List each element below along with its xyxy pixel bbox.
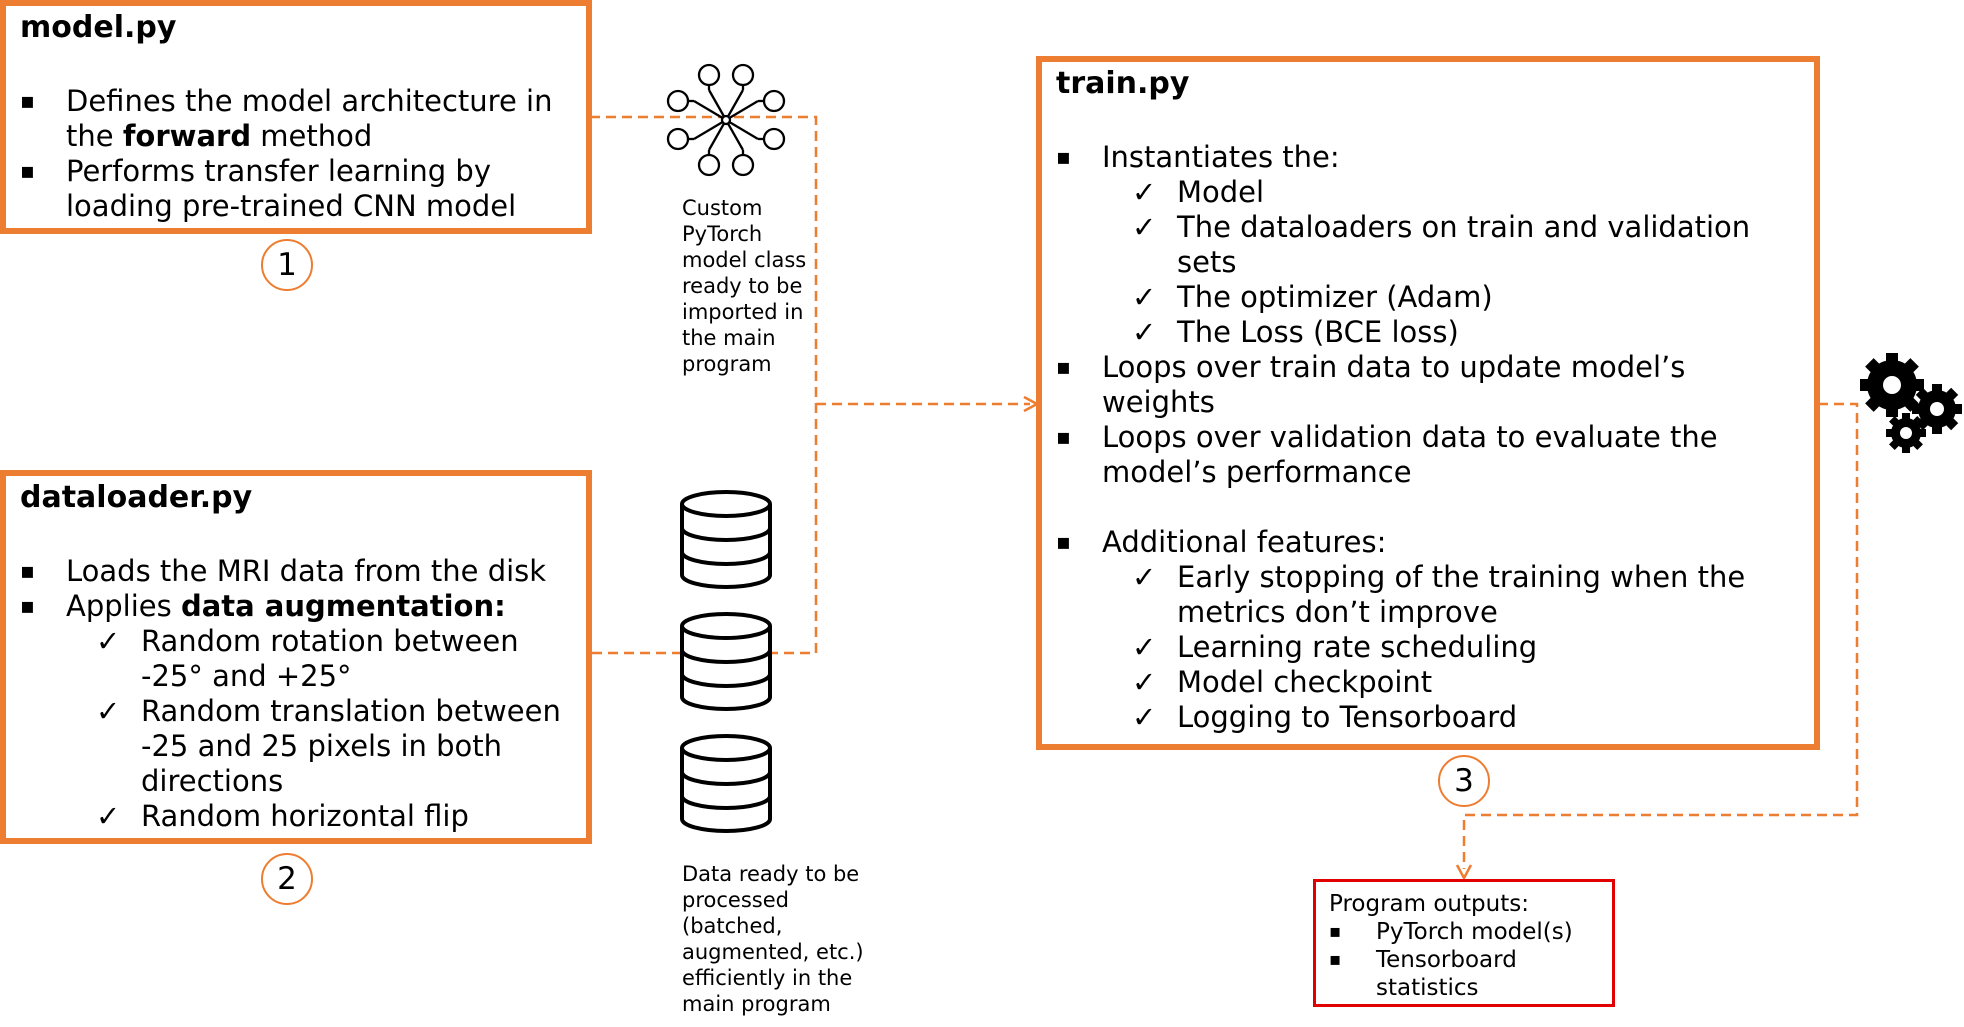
bullet-text: Loops over validation data to evaluate t…	[1102, 420, 1718, 489]
check-text: Random rotation between -25° and +25°	[141, 624, 519, 693]
train-to-outputs-connector	[1462, 402, 1859, 869]
check-icon: ✓	[1132, 210, 1157, 244]
check-icon: ✓	[1132, 280, 1157, 314]
bullet-marker: ▪	[20, 559, 35, 584]
check-icon: ✓	[96, 624, 121, 658]
check-icon: ✓	[1132, 315, 1157, 349]
bullet-text: Defines the model architecture in the	[66, 84, 553, 153]
neural-network-icon	[666, 63, 786, 177]
output-item: Tensorboard statistics	[1376, 947, 1517, 1001]
check-text: The Loss (BCE loss)	[1177, 315, 1459, 349]
check-icon: ✓	[1132, 630, 1157, 664]
check-item: ✓ Model	[1056, 175, 1804, 210]
model-py-bullets: ▪ Defines the model architecture in the …	[20, 84, 576, 224]
list-item: ▪ Defines the model architecture in the …	[20, 84, 576, 154]
check-icon: ✓	[1132, 175, 1157, 209]
bullet-marker: ▪	[20, 594, 35, 619]
check-text: The optimizer (Adam)	[1177, 280, 1493, 314]
bullet-text: Instantiates the:	[1102, 140, 1340, 174]
list-item: ▪ Tensorboard statistics	[1329, 946, 1612, 1002]
bullet-marker: ▪	[1329, 921, 1342, 942]
data-caption: Data ready to be processed (batched, aug…	[682, 862, 864, 1016]
check-text: Learning rate scheduling	[1177, 630, 1538, 664]
check-text: Random horizontal flip	[141, 799, 469, 833]
bullet-text: Performs transfer learning by loading pr…	[66, 154, 517, 223]
check-item: ✓ Logging to Tensorboard	[1056, 700, 1804, 735]
bullet-bold-text: forward	[122, 119, 252, 153]
list-item: ▪ PyTorch model(s)	[1329, 918, 1612, 946]
program-outputs-box: Program outputs: ▪ PyTorch model(s) ▪ Te…	[1313, 879, 1615, 1007]
step-badge-3: 3	[1438, 755, 1490, 807]
list-item: ▪ Performs transfer learning by loading …	[20, 154, 576, 224]
step-badge-1: 1	[261, 239, 313, 291]
list-item: ▪ Loads the MRI data from the disk	[20, 554, 576, 589]
bullet-marker: ▪	[20, 89, 35, 114]
bullet-text: Applies	[66, 589, 181, 623]
check-icon: ✓	[1132, 560, 1157, 594]
check-icon: ✓	[1132, 665, 1157, 699]
train-py-bullets: ▪ Instantiates the: ✓ Model ✓ The datalo…	[1056, 140, 1804, 735]
gears-icon	[1860, 353, 1962, 453]
list-item: ▪ Loops over train data to update model’…	[1056, 350, 1804, 420]
check-item: ✓ Random rotation between -25° and +25°	[20, 624, 576, 694]
check-text: Model	[1177, 175, 1265, 209]
check-item: ✓ The optimizer (Adam)	[1056, 280, 1804, 315]
model-dataloader-connector	[590, 115, 818, 655]
bullet-marker: ▪	[1056, 530, 1071, 555]
check-text: The dataloaders on train and validation …	[1177, 210, 1751, 279]
check-item: ✓ Random translation between -25 and 25 …	[20, 694, 576, 799]
model-caption: Custom PyTorch model class ready to be i…	[682, 196, 807, 376]
output-item: PyTorch model(s)	[1376, 919, 1573, 945]
database-icon	[680, 734, 772, 833]
bullet-text: Loads the MRI data from the disk	[66, 554, 547, 588]
bullet-marker: ▪	[1056, 145, 1071, 170]
bullet-marker: ▪	[1056, 425, 1071, 450]
check-item: ✓ Learning rate scheduling	[1056, 630, 1804, 665]
dataloader-py-title: dataloader.py	[20, 480, 253, 515]
model-py-title: model.py	[20, 10, 177, 45]
list-item: ▪ Additional features:	[1056, 525, 1804, 560]
check-item: ✓ Model checkpoint	[1056, 665, 1804, 700]
check-item: ✓ The Loss (BCE loss)	[1056, 315, 1804, 350]
check-text: Early stopping of the training when the …	[1177, 560, 1746, 629]
check-icon: ✓	[1132, 700, 1157, 734]
check-text: Model checkpoint	[1177, 665, 1433, 699]
check-item: ✓ Early stopping of the training when th…	[1056, 560, 1804, 630]
bullet-marker: ▪	[1056, 355, 1071, 380]
list-item: ▪ Loops over validation data to evaluate…	[1056, 420, 1804, 490]
arrowhead-to-outputs	[1455, 864, 1473, 881]
bullet-bold-text: data augmentation:	[180, 589, 506, 623]
bullet-marker: ▪	[1329, 949, 1342, 970]
bullet-text: Additional features:	[1102, 525, 1387, 559]
program-outputs-title: Program outputs:	[1329, 891, 1529, 917]
check-text: Random translation between -25 and 25 pi…	[141, 694, 561, 798]
bullet-marker: ▪	[20, 159, 35, 184]
bullet-text-tail: method	[251, 119, 373, 153]
database-icon	[680, 490, 772, 589]
model-py-box: model.py ▪ Defines the model architectur…	[0, 0, 592, 234]
train-py-box: train.py ▪ Instantiates the: ✓ Model ✓ T…	[1036, 56, 1820, 750]
check-item: ✓ The dataloaders on train and validatio…	[1056, 210, 1804, 280]
list-item: ▪ Instantiates the:	[1056, 140, 1804, 175]
list-item: ▪ Applies data augmentation:	[20, 589, 576, 624]
check-text: Logging to Tensorboard	[1177, 700, 1518, 734]
bullet-text: Loops over train data to update model’s …	[1102, 350, 1686, 419]
spacer	[1056, 490, 1804, 525]
check-icon: ✓	[96, 799, 121, 833]
step-badge-2: 2	[261, 853, 313, 905]
dataloader-py-box: dataloader.py ▪ Loads the MRI data from …	[0, 470, 592, 844]
check-item: ✓ Random horizontal flip	[20, 799, 576, 834]
database-icon	[680, 612, 772, 711]
dataloader-py-bullets: ▪ Loads the MRI data from the disk ▪ App…	[20, 554, 576, 834]
check-icon: ✓	[96, 694, 121, 728]
train-py-title: train.py	[1056, 66, 1190, 101]
